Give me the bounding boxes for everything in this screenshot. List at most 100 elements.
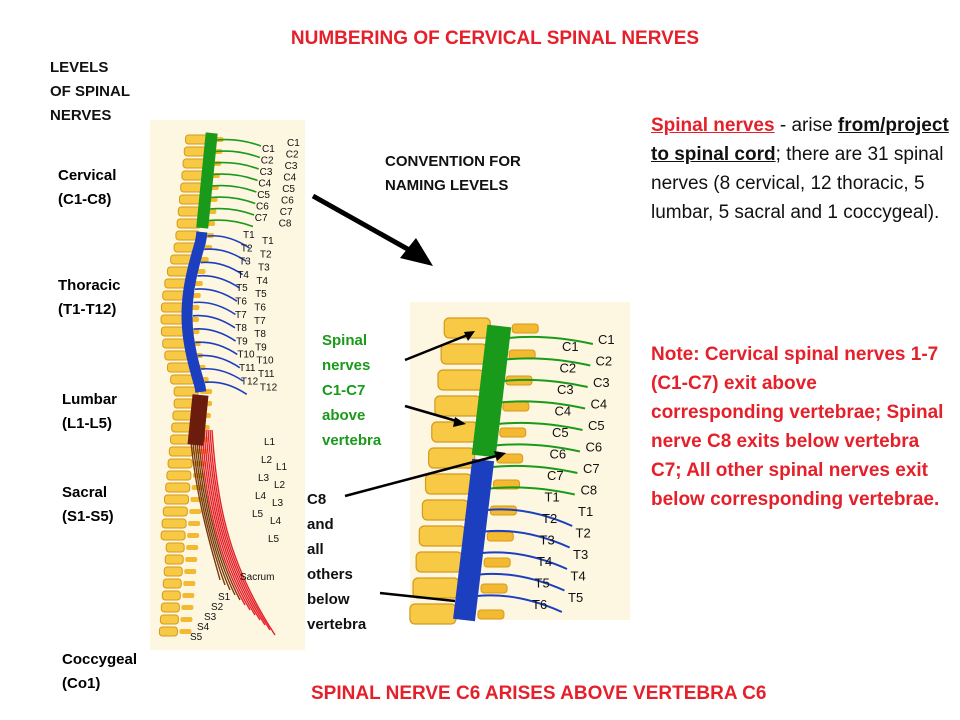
zoom-nerve-label: T1 [578, 504, 593, 519]
pointer-line [344, 453, 501, 498]
vertebra-body [162, 338, 188, 349]
vertebra-body [166, 470, 192, 481]
nerve-label-thoracic: T2 [260, 249, 272, 260]
nerve-label-lumbar: L2 [274, 480, 286, 491]
nerve-root [197, 354, 241, 369]
vertebra-label-thoracic: T12 [241, 376, 259, 387]
zoom-vertebra-body [437, 369, 485, 391]
vertebra-label-thoracic: T5 [236, 283, 248, 294]
nerve-label-lumbar: L3 [272, 498, 284, 509]
annotation-pointers [344, 331, 506, 603]
zoom-vertebra-process [477, 609, 505, 620]
nerve-label-cervical: C5 [282, 184, 295, 195]
zoom-vertebra-body [428, 447, 476, 469]
region-label-coccygeal: Coccygeal (Co1) [62, 648, 137, 696]
region-range: (Co1) [62, 675, 101, 692]
vertebra-process [180, 617, 193, 622]
annotation-line: all [307, 541, 324, 558]
zoom-vertebra-label: T3 [540, 533, 555, 548]
footer-caption: SPINAL NERVE C6 ARISES ABOVE VERTEBRA C6 [311, 683, 767, 704]
vertebra-body [159, 614, 179, 625]
zoom-nerve-label: C6 [586, 440, 603, 455]
nerve-roots [189, 138, 276, 636]
annotation-line: Spinal [322, 332, 368, 349]
nerve-root [207, 234, 250, 249]
nerve-root [193, 328, 237, 342]
zoom-nerve-root [505, 357, 591, 367]
page-title: NUMBERING OF CERVICAL SPINAL NERVES [290, 28, 700, 49]
annotation-line: and [307, 516, 334, 533]
region-name: Coccygeal [62, 651, 138, 668]
vertebra-process [182, 593, 195, 598]
zoom-vertebra-body [424, 473, 473, 495]
vertebra-process [183, 581, 196, 586]
spinal-nerves-term: Spinal nerves [651, 115, 775, 136]
sacrum-label: Sacrum [240, 572, 274, 583]
vertebra-process [189, 509, 202, 514]
vertebra-label-thoracic: T9 [236, 336, 248, 347]
zoom-nerve-root [500, 400, 586, 410]
pointer-line [404, 332, 471, 362]
levels-heading-line: OF SPINAL [50, 83, 131, 100]
vertebra-body [167, 458, 193, 469]
spinal-cord [181, 132, 218, 446]
vertebra-label-thoracic: T11 [239, 363, 256, 374]
vertebra-process [184, 569, 197, 574]
description-part: ; there are 31 spinal nerves (8 cervical… [651, 144, 944, 223]
vertebra-body [160, 530, 186, 541]
zoom-nerve-root [507, 335, 594, 345]
nerve-label-sacral: S1 [218, 592, 231, 603]
nerve-root [195, 341, 238, 356]
vertebra-label-thoracic: T10 [237, 350, 255, 361]
vertebra-body [164, 554, 184, 565]
cauda-equina-fiber [191, 429, 226, 586]
cauda-equina-fiber [203, 429, 256, 616]
zoom-nerve-root [481, 551, 568, 570]
vertebra-body [164, 494, 189, 505]
nerve-root [214, 161, 259, 170]
zoom-nerve-label: C3 [593, 375, 610, 390]
nerve-label-thoracic: T5 [255, 289, 267, 300]
zoom-vertebra-process [502, 401, 530, 412]
vertebra-label-cervical: C1 [262, 144, 275, 155]
vertebra-process [185, 557, 198, 562]
vertebra-label-cervical: C7 [255, 213, 268, 224]
nerve-label-lumbar: L4 [270, 516, 282, 527]
vertebra-body [168, 446, 194, 457]
vertebra-label-thoracic: T7 [235, 310, 247, 321]
vertebra-label-cervical: C3 [260, 167, 273, 178]
nerve-root [212, 184, 257, 193]
zoom-vertebra-process [499, 427, 527, 438]
region-label-lumbar: Lumbar (L1-L5) [62, 388, 117, 436]
annotation-line: above [322, 407, 366, 424]
zoom-nerve-root [479, 572, 565, 592]
vertebra-body [161, 590, 181, 601]
zoom-nerve-label: C1 [598, 332, 615, 347]
vertebra-process [188, 521, 201, 526]
zoom-vertebra-process [480, 583, 508, 594]
nerve-label-lumbar: L1 [276, 462, 288, 473]
nerve-label-cervical: C6 [281, 196, 294, 207]
annotation-line: others [307, 566, 353, 583]
nerve-root [208, 219, 254, 228]
zoom-nerve-label: C8 [581, 483, 598, 498]
vertebra-body [166, 362, 192, 373]
region-name: Lumbar [62, 391, 118, 408]
region-name: Thoracic [58, 277, 121, 294]
zoom-vertebra-body [415, 551, 463, 573]
zoom-vertebra-body [418, 525, 466, 547]
cauda-equina-fiber [211, 429, 276, 636]
spinal-cord-term: from/project to spinal cord [651, 115, 949, 165]
nerve-root [192, 314, 236, 329]
nerve-label-sacral: S4 [197, 622, 210, 633]
zoom-level-labels: C1C2C3C4C5C6C7C8T1T2T3T4T5C1C2C3C4C5C6C7… [532, 332, 615, 612]
zoom-nerve-root [497, 421, 583, 431]
nerve-label-thoracic: T11 [258, 369, 275, 380]
zoom-nerve-root [492, 464, 578, 474]
vertebra-body [164, 350, 190, 361]
pointer-line [379, 591, 456, 603]
vertebra-label-thoracic: T4 [237, 270, 249, 281]
zoom-nerve-root [494, 443, 581, 453]
nerve-label-thoracic: T6 [254, 303, 266, 314]
